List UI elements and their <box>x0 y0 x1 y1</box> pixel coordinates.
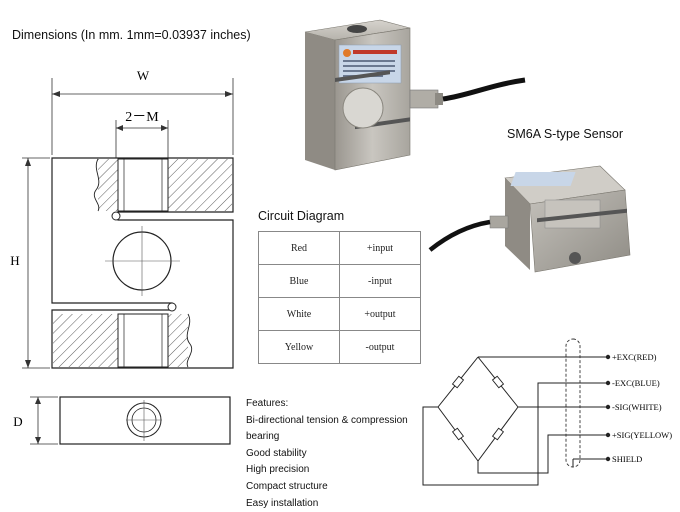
wire-color-cell: Red <box>258 231 340 265</box>
terminal-label: -EXC(BLUE) <box>612 378 660 388</box>
wire-color-cell: Yellow <box>258 330 340 364</box>
circuit-diagram-title: Circuit Diagram <box>258 209 345 223</box>
feature-item: Easy installation <box>246 497 319 509</box>
terminal-label: +EXC(RED) <box>612 352 657 362</box>
table-row: Red +input <box>258 231 421 265</box>
table-row: Yellow -output <box>258 330 421 364</box>
circuit-table: Red +input Blue -input White +output Yel… <box>258 231 421 364</box>
wire-color-cell: White <box>258 297 340 331</box>
table-row: White +output <box>258 297 421 331</box>
wire-color-cell: Blue <box>258 264 340 298</box>
feature-item: Compact structure <box>246 480 328 492</box>
features-heading: Features: <box>246 398 289 409</box>
table-row: Blue -input <box>258 264 421 298</box>
terminal-label: +SIG(YELLOW) <box>612 430 672 440</box>
sensor-photo-angle <box>428 165 631 273</box>
feature-item: Bi-directional tension & compression <box>246 414 408 426</box>
wire-function-cell: +input <box>339 231 421 265</box>
height-label: H <box>10 253 19 268</box>
thread-label: 2－M <box>125 110 159 125</box>
wire-function-cell: +output <box>339 297 421 331</box>
wire-function-cell: -input <box>339 264 421 298</box>
depth-label: D <box>13 414 22 429</box>
dimension-drawing: W 2－M H D <box>10 68 234 445</box>
width-label: W <box>137 68 150 83</box>
terminal-label: SHIELD <box>612 454 642 464</box>
wire-function-cell: -output <box>339 330 421 364</box>
feature-item: Good stability <box>246 447 307 459</box>
sensor-photo-front <box>304 19 526 171</box>
wiring-diagram: +EXC(RED) -EXC(BLUE) -SIG(WHITE) +SIG(YE… <box>422 338 672 486</box>
terminal-label: -SIG(WHITE) <box>612 402 662 412</box>
dimensions-title: Dimensions (In mm. 1mm=0.03937 inches) <box>12 28 251 42</box>
feature-item: High precision <box>246 464 310 476</box>
features-list: Features: Bi-directional tension & compr… <box>246 396 408 512</box>
feature-item: bearing <box>246 431 280 443</box>
sensor-label: SM6A S-type Sensor <box>507 127 624 141</box>
